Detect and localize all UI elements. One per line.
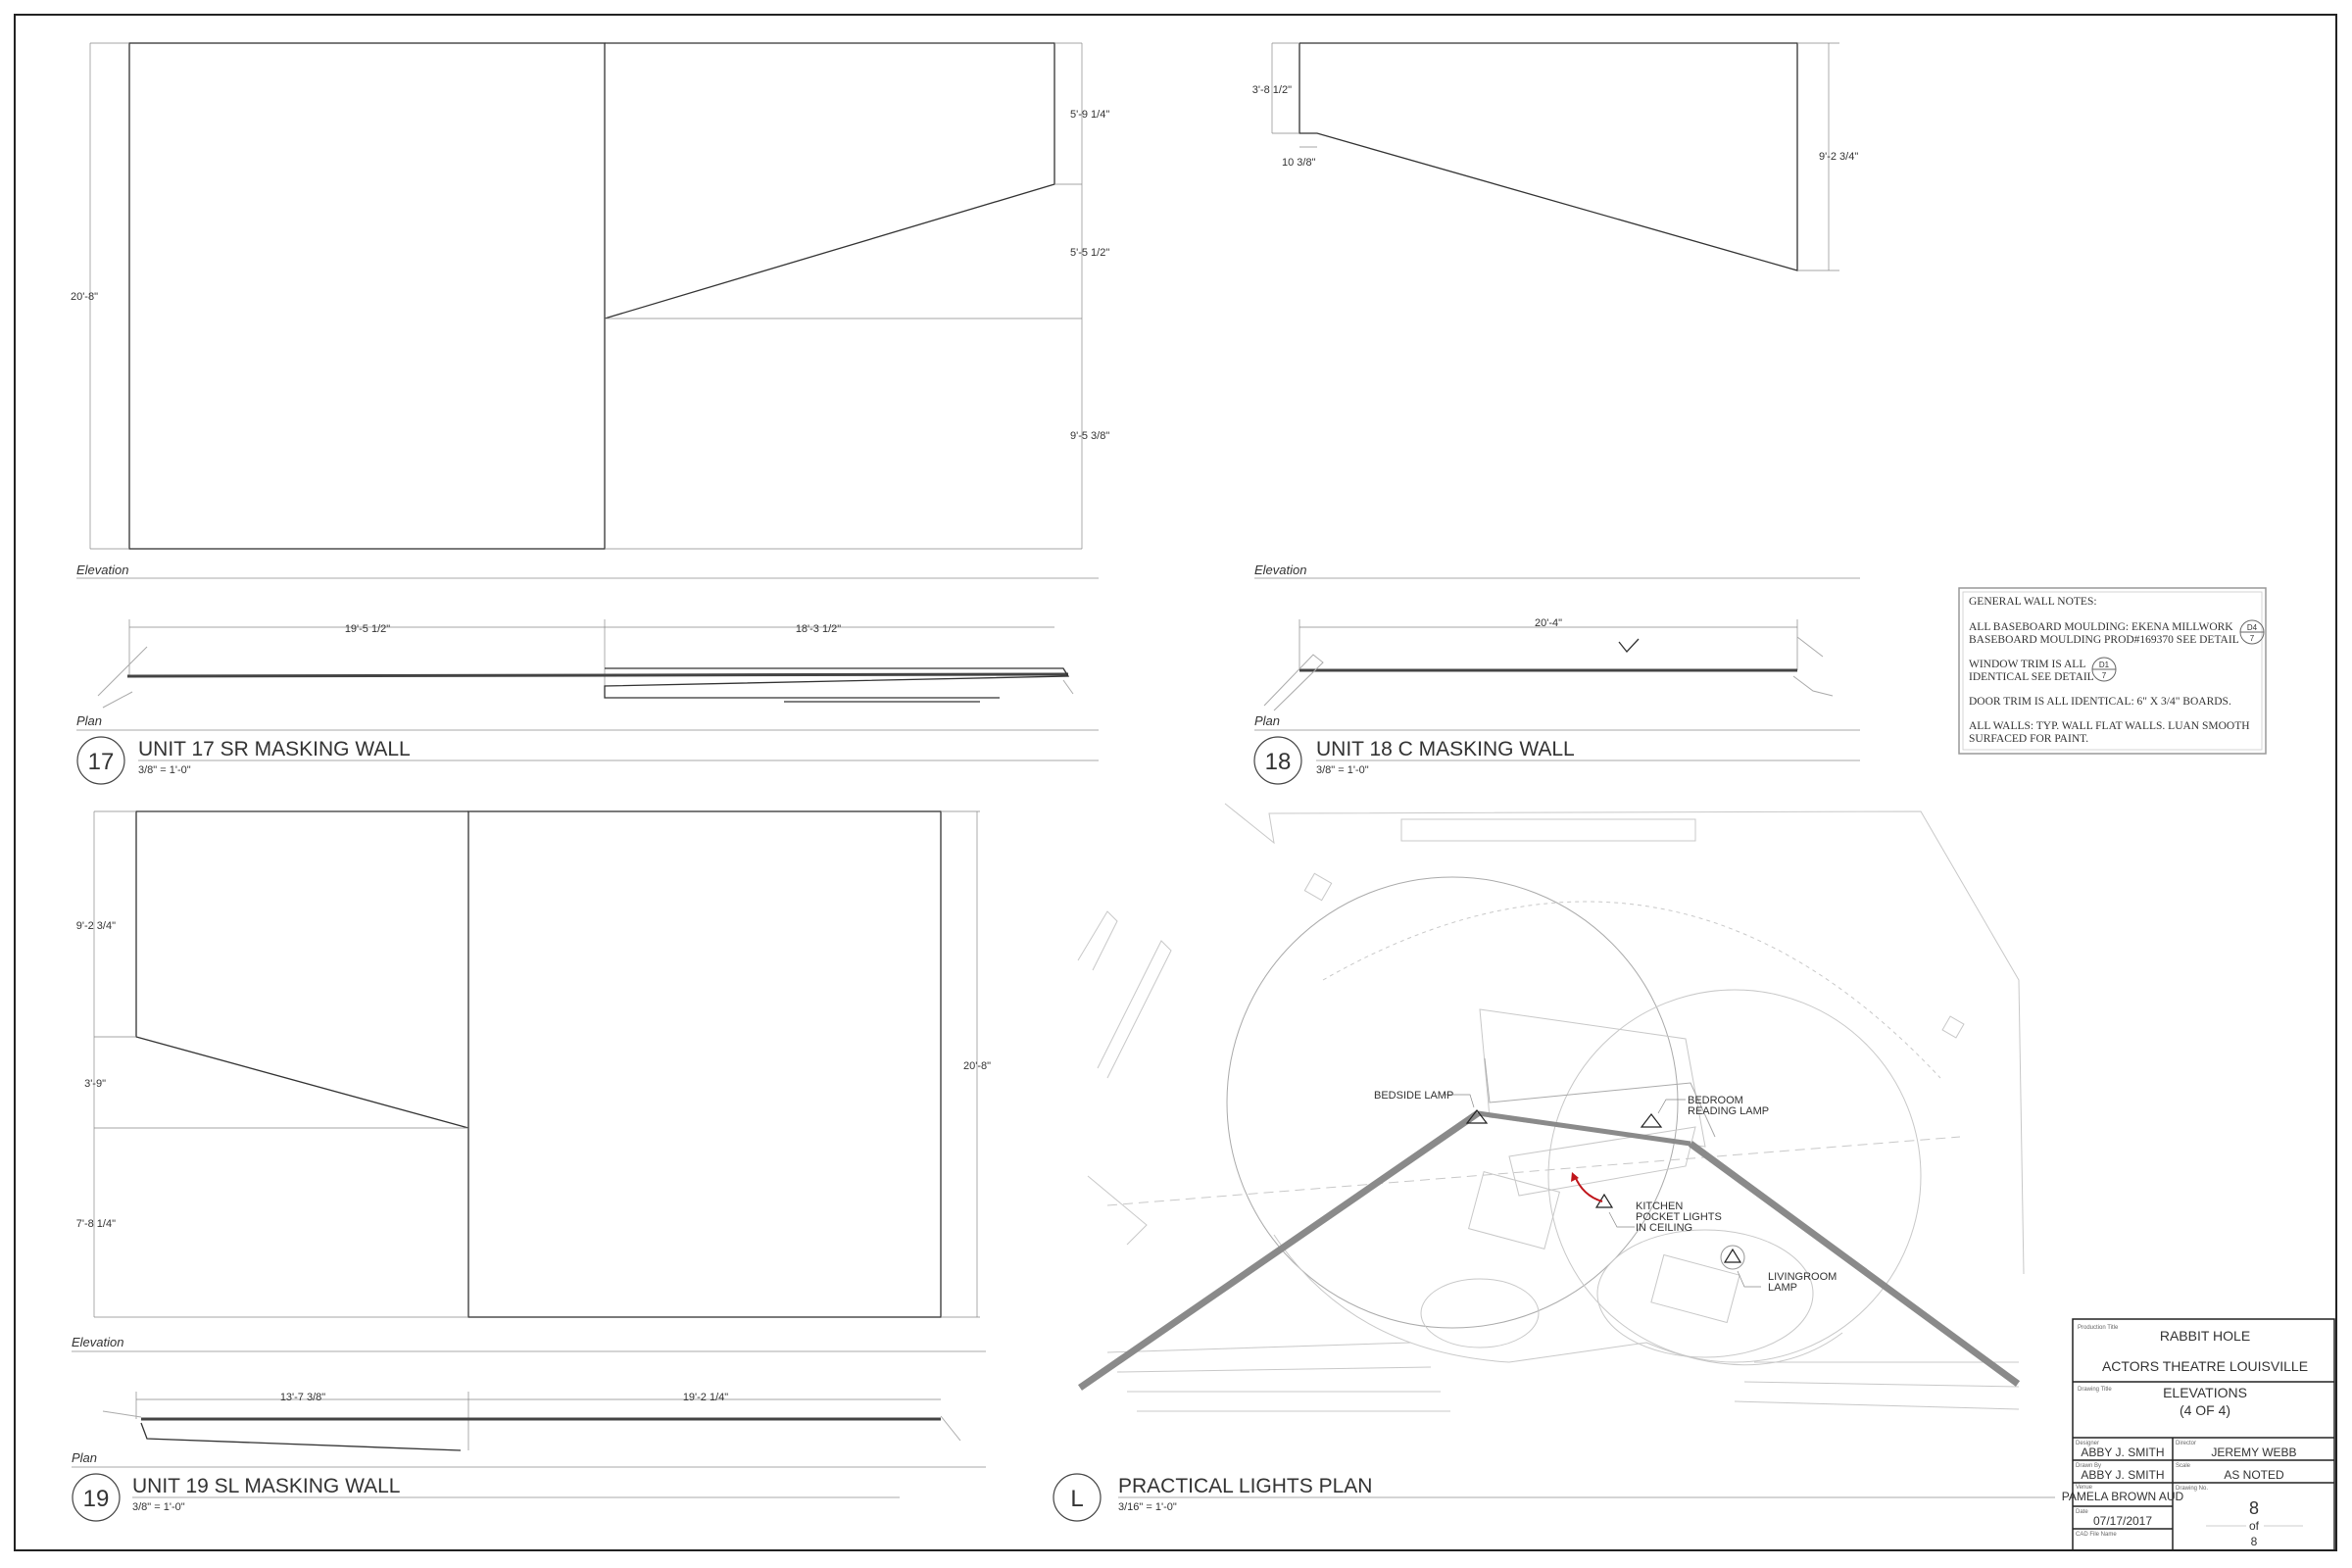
dim-upper: 9'-2 3/4" xyxy=(76,920,116,932)
unit-17-title: UNIT 17 SR MASKING WALL xyxy=(138,738,411,760)
dim-lower: 7'-8 1/4" xyxy=(76,1218,116,1230)
dim-plan-right: 18'-3 1/2" xyxy=(796,623,841,635)
unit-19-drawing: 9'-2 3/4" 3'-9" 7'-8 1/4" 20'-8" Elevati… xyxy=(72,810,991,1522)
note-walls-2: SURFACED FOR PAINT. xyxy=(1969,733,2088,745)
bedside-lamp-label: BEDSIDE LAMP xyxy=(1374,1090,1453,1102)
dim-plan-left: 13'-7 3/8" xyxy=(280,1392,325,1403)
venue: PAMELA BROWN AUD xyxy=(2062,1490,2184,1503)
reading-lamp-label-2: READING LAMP xyxy=(1688,1105,1769,1117)
lights-title: PRACTICAL LIGHTS PLAN xyxy=(1118,1475,1372,1497)
ref-sheet: 7 xyxy=(2250,634,2255,643)
dim-right: 9'-2 3/4" xyxy=(1819,151,1858,163)
unit-18-scale: 3/8" = 1'-0" xyxy=(1316,764,1369,776)
dim-upper: 5'-9 1/4" xyxy=(1070,109,1109,121)
elevation-label: Elevation xyxy=(1254,563,1306,577)
unit-18-number: 18 xyxy=(1265,749,1292,775)
notes-heading: GENERAL WALL NOTES: xyxy=(1969,596,2097,608)
ref-detail: D1 xyxy=(2099,661,2110,669)
unit-19-number: 19 xyxy=(83,1486,110,1512)
drawing-no-label: Drawing No. xyxy=(2176,1486,2208,1492)
venue-label: Venue xyxy=(2076,1485,2093,1491)
note-window-2: IDENTICAL SEE DETAIL xyxy=(1969,671,2094,683)
bedside-lamp-symbol[interactable] xyxy=(1465,1109,1489,1124)
unit-17-elevation: 20'-8" 5'-9 1/4" 5'-5 1/2" 9'-5 3/8" xyxy=(71,42,1109,550)
unit-17-scale: 3/8" = 1'-0" xyxy=(138,764,191,776)
of-label: of xyxy=(2249,1519,2260,1533)
practical-lights-plan: BEDSIDE LAMP BEDROOM READING LAMP KITCHE… xyxy=(1053,803,2055,1522)
dim-lower: 9'-5 3/8" xyxy=(1070,430,1109,442)
unit-18-title: UNIT 18 C MASKING WALL xyxy=(1316,738,1575,760)
plan-label: Plan xyxy=(1254,713,1280,728)
drawing-title: ELEVATIONS xyxy=(2163,1385,2247,1400)
scale-label: Scale xyxy=(2176,1463,2191,1469)
production-title: RABBIT HOLE xyxy=(2160,1328,2250,1344)
total-sheets: 8 xyxy=(2251,1535,2258,1548)
date-label: Date xyxy=(2076,1509,2088,1515)
move-arrow-icon xyxy=(1574,1175,1603,1202)
designer: ABBY J. SMITH xyxy=(2081,1446,2164,1459)
drawing-title-label: Drawing Title xyxy=(2078,1387,2112,1393)
plan-label: Plan xyxy=(76,713,102,728)
note-baseboard-2: BASEBOARD MOULDING PROD#169370 SEE DETAI… xyxy=(1969,634,2239,646)
title-block-text: Production Title RABBIT HOLE ACTORS THEA… xyxy=(2062,1325,2308,1548)
unit-19-scale: 3/8" = 1'-0" xyxy=(132,1501,185,1513)
note-baseboard-1: ALL BASEBOARD MOULDING: EKENA MILLWORK xyxy=(1969,621,2233,633)
unit-19-elevation: 9'-2 3/4" 3'-9" 7'-8 1/4" 20'-8" xyxy=(76,810,991,1318)
unit-19-plan: 13'-7 3/8" 19'-2 1/4" xyxy=(102,1392,961,1451)
drawn-by: ABBY J. SMITH xyxy=(2081,1468,2164,1482)
dim-height: 20'-8" xyxy=(71,291,98,303)
director-label: Director xyxy=(2176,1441,2196,1446)
dim-middle: 3'-9" xyxy=(84,1078,106,1090)
unit-18-elevation: 3'-8 1/2" 10 3/8" 9'-2 3/4" xyxy=(1252,42,1858,271)
scale: AS NOTED xyxy=(2224,1468,2284,1482)
ref-detail: D4 xyxy=(2247,623,2258,632)
dim-plan: 20'-4" xyxy=(1535,617,1562,629)
dim-plan-right: 19'-2 1/4" xyxy=(683,1392,728,1403)
cad-file-label: CAD File Name xyxy=(2076,1532,2117,1538)
kitchen-label-1: KITCHEN xyxy=(1636,1200,1683,1212)
drawing-no: 8 xyxy=(2249,1498,2259,1518)
reading-lamp-symbol[interactable] xyxy=(1640,1113,1663,1128)
director: JEREMY WEBB xyxy=(2211,1446,2296,1459)
elevation-label: Elevation xyxy=(72,1335,123,1349)
drawing-subtitle: (4 OF 4) xyxy=(2180,1402,2230,1418)
kitchen-label-3: IN CEILING xyxy=(1636,1222,1692,1234)
production-title-label: Production Title xyxy=(2078,1325,2119,1331)
unit-18-drawing: 3'-8 1/2" 10 3/8" 9'-2 3/4" Elevation 20… xyxy=(1252,42,1860,785)
general-wall-notes: GENERAL WALL NOTES: ALL BASEBOARD MOULDI… xyxy=(1958,587,2267,755)
lights-scale: 3/16" = 1'-0" xyxy=(1118,1501,1177,1513)
unit-18-plan: 20'-4" xyxy=(1263,617,1834,711)
detail-ref-d4[interactable]: D4 7 xyxy=(2239,619,2265,645)
dim-left: 3'-8 1/2" xyxy=(1252,84,1292,96)
designer-label: Designer xyxy=(2076,1441,2099,1446)
unit-17-drawing: 20'-8" 5'-9 1/4" 5'-5 1/2" 9'-5 3/8" Ele… xyxy=(71,42,1109,785)
elevation-label: Elevation xyxy=(76,563,128,577)
livingroom-lamp-symbol[interactable] xyxy=(1720,1245,1745,1270)
note-walls-1: ALL WALLS: TYP. WALL FLAT WALLS. LUAN SM… xyxy=(1969,720,2250,732)
audience-seating xyxy=(1106,1342,2020,1412)
sheet-border xyxy=(14,14,2337,1551)
detail-ref-d1[interactable]: D1 7 xyxy=(2091,657,2117,682)
note-window-1: WINDOW TRIM IS ALL xyxy=(1969,659,2085,670)
plan-label: Plan xyxy=(72,1450,97,1465)
date: 07/17/2017 xyxy=(2093,1514,2152,1528)
dim-middle: 5'-5 1/2" xyxy=(1070,247,1109,259)
dim-foot: 10 3/8" xyxy=(1282,157,1316,169)
unit-17-number: 17 xyxy=(88,749,115,775)
unit-19-title: UNIT 19 SL MASKING WALL xyxy=(132,1475,400,1497)
kitchen-label-2: POCKET LIGHTS xyxy=(1636,1211,1722,1223)
company-name: ACTORS THEATRE LOUISVILLE xyxy=(2102,1358,2308,1374)
livingroom-label-2: LAMP xyxy=(1768,1282,1797,1294)
unit-17-plan: 19'-5 1/2" 18'-3 1/2" xyxy=(97,619,1074,709)
reading-lamp-label-1: BEDROOM xyxy=(1688,1095,1743,1106)
title-block xyxy=(2072,1318,2335,1551)
lights-number: L xyxy=(1070,1486,1083,1512)
dim-plan-left: 19'-5 1/2" xyxy=(345,623,390,635)
livingroom-label-1: LIVINGROOM xyxy=(1768,1271,1837,1283)
drawn-by-label: Drawn By xyxy=(2076,1463,2101,1469)
ref-sheet: 7 xyxy=(2102,671,2107,680)
dim-height: 20'-8" xyxy=(963,1060,991,1072)
note-door: DOOR TRIM IS ALL IDENTICAL: 6" X 3/4" BO… xyxy=(1969,696,2231,708)
